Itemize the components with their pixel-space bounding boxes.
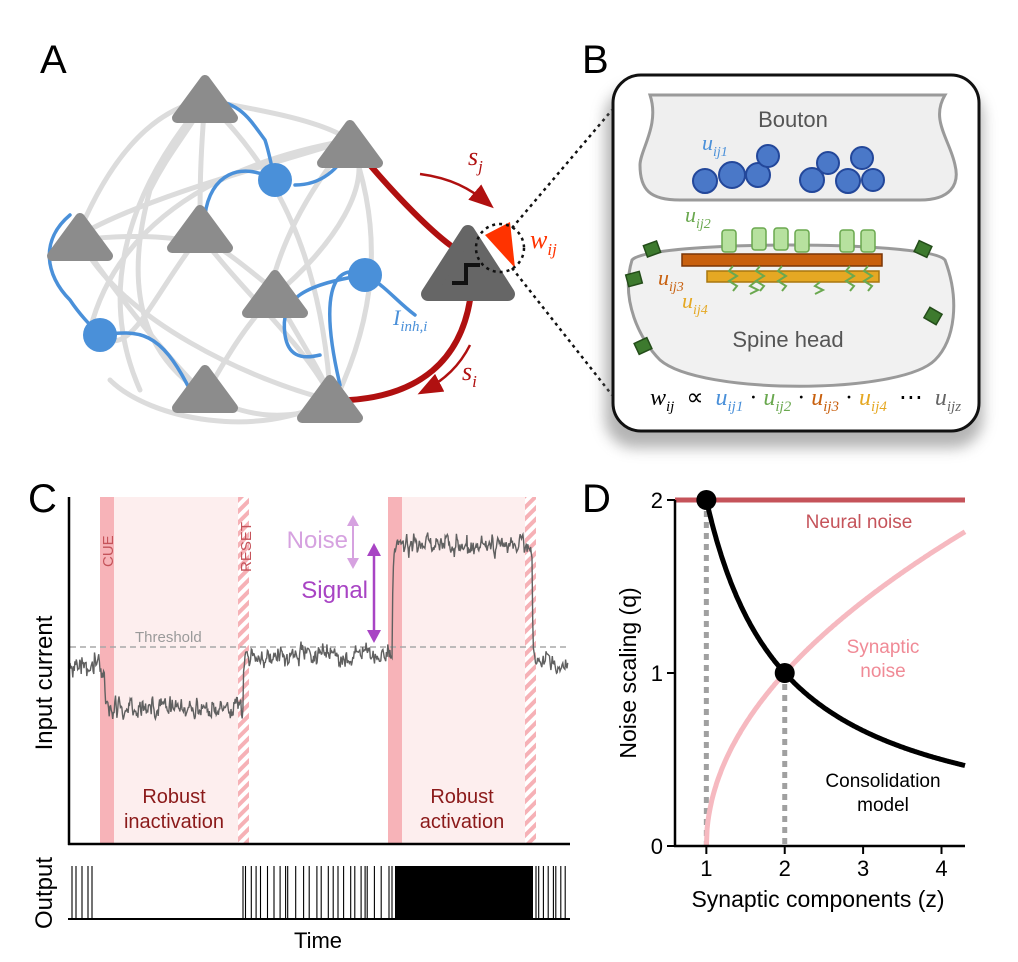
interneuron [348, 258, 382, 292]
vesicle [861, 168, 885, 192]
noise-label: Noise [287, 527, 348, 554]
output-label: Output [31, 857, 58, 929]
synapse-zoom-circle [474, 222, 526, 274]
panel-b-letter: B [582, 38, 609, 82]
cue-label: CUE [100, 535, 117, 567]
synaptic-noise-curve [703, 529, 967, 847]
panel-c: C CUE RESET Threshold Noise Signal Robus… [28, 477, 570, 953]
panel-c-letter: C [28, 477, 57, 521]
panel-b: B Bouton uij1 Spine head [582, 38, 983, 448]
d-ylabel: Noise scaling (q) [615, 587, 641, 758]
panel-d: D 0 1 2 1 2 3 4 Neural noise Synaptic noise Co… [582, 477, 967, 912]
vesicle [718, 161, 746, 189]
excitatory-neurons [47, 75, 383, 423]
zigzag-links [727, 265, 874, 295]
label-u4: uij4 [682, 288, 708, 318]
label-u3: uij3 [658, 265, 684, 295]
inactivation-label-line1: Robust [142, 786, 206, 808]
d-xlabel: Synaptic components (z) [691, 886, 944, 912]
inhibitory-interneurons [83, 163, 382, 352]
interneuron [258, 163, 292, 197]
x-tick-label: 4 [935, 856, 947, 881]
cue-band-2 [388, 497, 402, 843]
vesicle [799, 167, 825, 193]
pyramidal-neuron [317, 120, 383, 168]
inactivation-window [100, 497, 248, 843]
anchor-boxes [624, 239, 944, 356]
consolidation-label-2: model [857, 795, 909, 816]
label-wij: wij [530, 225, 557, 259]
vesicle [745, 162, 771, 188]
label-u1: uij1 [702, 130, 728, 160]
vesicle [816, 151, 840, 175]
signal-label: Signal [301, 577, 368, 604]
vesicle [756, 144, 780, 168]
spine-head-label: Spine head [732, 327, 843, 352]
panel-a-letter: A [40, 38, 67, 82]
pyramidal-neuron [242, 270, 308, 318]
pyramidal-neuron [172, 365, 238, 413]
scaffold-bar-yellow [706, 270, 880, 283]
interneuron [83, 318, 117, 352]
zoom-line-bottom [511, 267, 613, 396]
noise-arrow [347, 515, 359, 569]
y-tick-label: 0 [651, 834, 663, 859]
input-current-trace [69, 531, 569, 722]
si-arrow [417, 344, 472, 395]
formula: wij ∝ uij1 · uij2 · uij3 · uij4 ⋯ uijz [650, 385, 961, 417]
pyramidal-neuron [172, 75, 238, 123]
activation-window [388, 497, 536, 843]
y-tick-label: 2 [651, 488, 663, 513]
label-sj: sj [468, 142, 483, 176]
vesicle [835, 168, 861, 194]
pyramidal-neuron [167, 205, 233, 253]
step-function-icon [452, 263, 480, 285]
activation-label-line1: Robust [430, 786, 494, 808]
c-xlabel: Time [294, 928, 342, 953]
reset-label: RESET [238, 522, 255, 572]
c-ylabel: Input current [31, 615, 58, 750]
activation-label-line2: activation [420, 811, 505, 833]
highlight-point [774, 663, 795, 683]
synaptic-noise-label-1: Synaptic [847, 637, 920, 658]
pyramidal-neuron [297, 375, 363, 423]
red-connections [347, 162, 473, 403]
receptors [721, 227, 876, 253]
panel-a: A [40, 38, 557, 425]
label-iinh: Iinh,i [392, 305, 427, 335]
highlight-point [696, 490, 717, 510]
pyramidal-neuron [47, 213, 113, 261]
panel-d-letter: D [582, 477, 611, 521]
vesicle [692, 168, 718, 194]
scaffold-bar-orange [681, 253, 883, 267]
threshold-label: Threshold [135, 629, 202, 646]
synaptic-noise-label-2: noise [860, 661, 905, 682]
inactivation-label-line2: inactivation [124, 811, 224, 833]
bouton-label: Bouton [758, 107, 828, 132]
signal-arrow [367, 543, 381, 643]
x-tick-label: 2 [779, 856, 791, 881]
consolidation-curve [703, 499, 966, 768]
label-si: si [462, 357, 477, 391]
synapse-marker [485, 222, 515, 268]
cue-band [100, 497, 114, 843]
sj-arrow [419, 172, 494, 209]
vesicles [692, 144, 885, 194]
y-tick-label: 1 [651, 661, 663, 686]
x-tick-label: 1 [700, 856, 712, 881]
vesicle [850, 146, 874, 170]
reset-band-2 [525, 497, 536, 843]
target-neuron [421, 225, 515, 301]
label-u2: uij2 [685, 202, 711, 232]
consolidation-label-1: Consolidation [825, 771, 940, 792]
output-spikes [71, 866, 566, 919]
spike-burst [395, 866, 533, 919]
noise-scaling-chart: 0 1 2 1 2 3 4 [651, 488, 967, 881]
zoom-line-top [511, 109, 613, 229]
x-tick-label: 3 [857, 856, 869, 881]
neural-noise-label: Neural noise [806, 512, 913, 533]
